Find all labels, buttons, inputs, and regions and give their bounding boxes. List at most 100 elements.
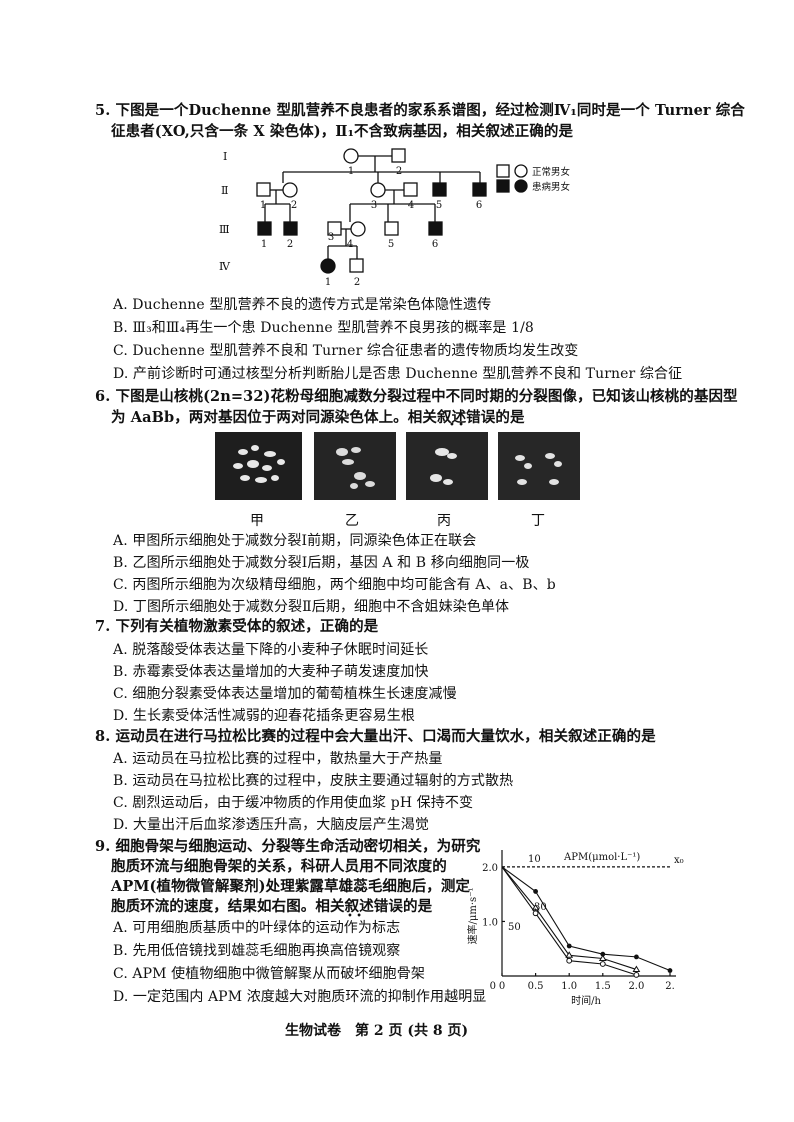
x-tick-label: 1.0 bbox=[561, 981, 577, 992]
legend-affected-female bbox=[514, 179, 528, 193]
gen-label-IV: Ⅳ bbox=[219, 260, 231, 273]
q9-option-b: B. 先用低倍镜找到雄蕊毛细胞再换高倍镜观察 bbox=[113, 943, 401, 959]
image-label-yi: 乙 bbox=[345, 513, 359, 529]
q9-emphasis-dots: • • bbox=[347, 911, 362, 922]
pedigree-IV2 bbox=[349, 258, 364, 273]
q7-option-d: D. 生长素受体活性减弱的迎春花插条更容易生根 bbox=[113, 708, 415, 724]
q9-option-c: C. APM 使植物细胞中微管解聚从而破坏细胞骨架 bbox=[113, 966, 425, 982]
pedigree-II5 bbox=[432, 182, 447, 197]
id-II4: 4 bbox=[408, 200, 414, 211]
q5-option-a: A. Duchenne 型肌营养不良的遗传方式是常染色体隐性遗传 bbox=[113, 297, 492, 313]
id-II1: 1 bbox=[260, 200, 266, 211]
point-10 bbox=[533, 889, 538, 894]
q5-option-c: C. Duchenne 型肌营养不良和 Turner 综合征患者的遗传物质均发生… bbox=[113, 343, 579, 359]
id-II5: 5 bbox=[436, 200, 442, 211]
pedigree-IV1 bbox=[320, 258, 336, 274]
series-label-30: 30 bbox=[534, 902, 547, 913]
id-III2: 2 bbox=[287, 239, 293, 250]
id-III3: 3 bbox=[328, 232, 334, 243]
q6-option-b: B. 乙图所示细胞处于减数分裂Ⅰ后期，基因 A 和 B 移向细胞同一极 bbox=[113, 555, 530, 571]
y-axis-label: 速率/μm·s⁻¹ bbox=[466, 888, 479, 945]
q9-stem-line4: 胞质环流的速度，结果如右图。相关叙述错误的是 bbox=[111, 898, 433, 915]
micrograph-bing bbox=[406, 432, 488, 500]
point-10 bbox=[667, 968, 673, 973]
q6-option-d: D. 丁图所示细胞处于减数分裂Ⅱ后期，细胞中不含姐妹染色单体 bbox=[113, 599, 510, 615]
micrograph-yi bbox=[314, 432, 396, 500]
legend-title: APM(μmol·L⁻¹) bbox=[563, 852, 640, 863]
q9-option-a: A. 可用细胞质基质中的叶绿体的运动作为标志 bbox=[113, 920, 401, 936]
q6-emphasis-dots: • • bbox=[449, 420, 464, 431]
point-50 bbox=[532, 910, 539, 917]
x-axis-label: 时间/h bbox=[571, 994, 601, 1007]
pedigree-III4 bbox=[350, 221, 366, 237]
pedigree-III5 bbox=[384, 221, 399, 236]
legend-normal-male bbox=[496, 164, 510, 178]
id-IV2: 2 bbox=[354, 277, 360, 288]
legend-affected-male bbox=[496, 179, 510, 193]
id-II2: 2 bbox=[291, 200, 297, 211]
point-10 bbox=[634, 954, 639, 960]
origin-label: 0 bbox=[490, 981, 496, 992]
id-I1: 1 bbox=[348, 166, 354, 177]
q8-option-d: D. 大量出汗后血浆渗透压升高，大脑皮层产生渴觉 bbox=[113, 817, 430, 833]
pedigree-III1 bbox=[257, 221, 272, 236]
y-tick-label: 1.0 bbox=[482, 917, 498, 928]
id-III5: 5 bbox=[388, 239, 394, 250]
micrograph-bing-content bbox=[430, 448, 457, 485]
point-10 bbox=[600, 951, 606, 957]
q8-stem: 8. 运动员在进行马拉松比赛的过程中会大量出汗、口渴而大量饮水，相关叙述正确的是 bbox=[95, 728, 656, 745]
pedigree-diagram: Ⅰ Ⅱ Ⅲ Ⅳ 正常男女 患病男女 1 2 1 2 3 4 5 6 1 2 3 … bbox=[219, 148, 570, 288]
id-III1: 1 bbox=[261, 239, 267, 250]
id-II6: 6 bbox=[476, 200, 482, 211]
x-tick-label: 2. bbox=[665, 981, 675, 992]
id-I2: 2 bbox=[396, 166, 402, 177]
micrograph-ding bbox=[498, 432, 580, 500]
x-tick-label: 0.5 bbox=[528, 981, 544, 992]
image-label-ding: 丁 bbox=[531, 513, 545, 529]
pedigree-I2 bbox=[391, 148, 406, 163]
id-III4: 4 bbox=[347, 239, 353, 250]
pedigree-II3 bbox=[370, 182, 386, 198]
point-30 bbox=[565, 951, 574, 958]
id-II3: 3 bbox=[371, 200, 377, 211]
pedigree-III6 bbox=[428, 221, 443, 236]
q5-stem-line2: 征患者(XO,只含一条 X 染色体)，Ⅱ₁不含致病基因，相关叙述正确的是 bbox=[111, 123, 574, 140]
series-label-50: 50 bbox=[508, 922, 521, 933]
q8-option-a: A. 运动员在马拉松比赛的过程中，散热量大于产热量 bbox=[113, 751, 443, 767]
series-line-10 bbox=[501, 866, 671, 972]
page-footer: 生物试卷 第 2 页 (共 8 页) bbox=[285, 1023, 469, 1039]
legend-affected-label: 患病男女 bbox=[532, 181, 570, 193]
point-30 bbox=[531, 903, 540, 911]
q6-stem-line1: 6. 下图是山核桃(2n=32)花粉母细胞减数分裂过程中不同时期的分裂图像，已知… bbox=[95, 388, 738, 405]
pedigree-II4 bbox=[403, 182, 418, 197]
reference-label: x₀ bbox=[674, 855, 684, 866]
pedigree-II2 bbox=[282, 182, 298, 198]
q5-stem-line1: 5. 下图是一个Duchenne 型肌营养不良患者的家系系谱图，经过检测Ⅳ₁同时… bbox=[95, 102, 746, 119]
q8-option-c: C. 剧烈运动后，由于缓冲物质的作用使血浆 pH 保持不变 bbox=[113, 795, 474, 811]
gen-label-III: Ⅲ bbox=[219, 223, 230, 236]
pedigree-II1 bbox=[256, 182, 271, 197]
y-tick-label: 2.0 bbox=[482, 863, 498, 874]
q7-option-b: B. 赤霉素受体表达量增加的大麦种子萌发速度加快 bbox=[113, 664, 429, 680]
point-50 bbox=[599, 961, 606, 967]
micrograph-jia-content bbox=[233, 445, 285, 483]
q6-option-a: A. 甲图所示细胞处于减数分裂Ⅰ前期，同源染色体正在联会 bbox=[113, 533, 477, 549]
q9-option-d: D. 一定范围内 APM 浓度越大对胞质环流的抑制作用越明显 bbox=[113, 989, 487, 1005]
pedigree-III2 bbox=[283, 221, 298, 236]
id-IV1: 1 bbox=[325, 277, 331, 288]
micrograph-jia bbox=[215, 432, 302, 500]
x-tick-label: 0 bbox=[499, 981, 505, 992]
legend-normal-female bbox=[514, 164, 528, 178]
gen-label-I: Ⅰ bbox=[223, 150, 227, 163]
q5-option-b: B. Ⅲ₃和Ⅲ₄再生一个患 Duchenne 型肌营养不良男孩的概率是 1/8 bbox=[113, 320, 534, 336]
q5-option-d: D. 产前诊断时可通过核型分析判断胎儿是否患 Duchenne 型肌营养不良和 … bbox=[113, 366, 683, 382]
q9-stem-line3: APM(植物微管解聚剂)处理紫露草雄蕊毛细胞后，测定 bbox=[111, 878, 471, 895]
legend-normal-label: 正常男女 bbox=[532, 166, 570, 178]
point-50 bbox=[566, 957, 573, 964]
q7-option-c: C. 细胞分裂素受体表达量增加的葡萄植株生长速度减慢 bbox=[113, 686, 457, 702]
point-30 bbox=[598, 954, 607, 962]
x-tick-label: 1.5 bbox=[595, 981, 611, 992]
q9-stem-line2: 胞质环流与细胞骨架的关系，科研人员用不同浓度的 bbox=[111, 858, 447, 875]
